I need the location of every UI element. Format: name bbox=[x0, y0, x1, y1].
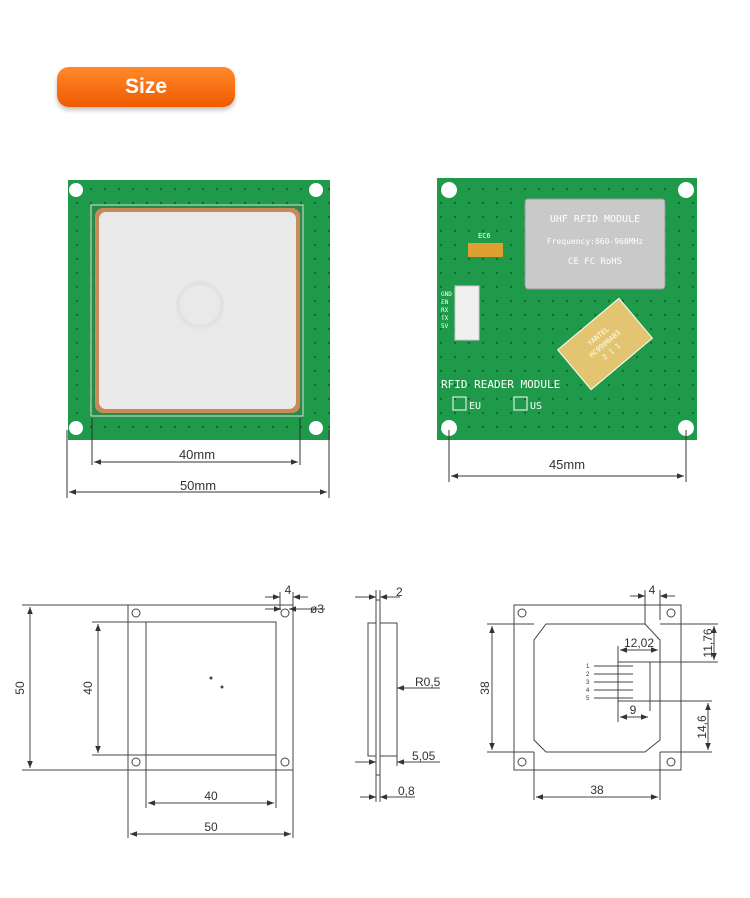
module-marks: CE FC RoHS bbox=[568, 257, 622, 267]
mount-hole bbox=[678, 182, 694, 198]
dim-width-40: 40 bbox=[204, 789, 218, 803]
pin-number: 1 bbox=[586, 664, 590, 670]
mount-hole bbox=[69, 421, 83, 435]
dim-width-50: 50 bbox=[204, 820, 218, 834]
uhf-module-shield bbox=[524, 198, 666, 290]
dim-pcb-thickness: 2 bbox=[396, 585, 403, 599]
front-board-photo bbox=[68, 180, 330, 440]
dim-radius: R0,5 bbox=[415, 675, 441, 689]
drawing-front bbox=[22, 592, 325, 838]
pin-number: 5 bbox=[586, 696, 590, 702]
board-label: RFID READER MODULE bbox=[441, 378, 560, 391]
pin-label: GND bbox=[441, 291, 452, 298]
dim-height-40: 40 bbox=[81, 681, 95, 695]
back-board-photo bbox=[437, 178, 697, 440]
dim-connector-top: 11,76 bbox=[701, 628, 715, 657]
mount-hole bbox=[441, 182, 457, 198]
back-dimensions bbox=[448, 430, 687, 482]
mount-hole bbox=[69, 183, 83, 197]
mount-hole bbox=[309, 183, 323, 197]
pin-number: 3 bbox=[586, 680, 590, 686]
mount-hole bbox=[309, 421, 323, 435]
drawing-back bbox=[487, 590, 718, 800]
dim-hole-diameter: ø3 bbox=[310, 602, 324, 616]
module-frequency: Frequency:860-960MHz bbox=[547, 237, 644, 246]
drawing-side bbox=[355, 590, 440, 802]
dim-connector-width: 12,02 bbox=[624, 636, 654, 650]
dim-width-38: 38 bbox=[590, 783, 604, 797]
dim-50mm: 50mm bbox=[180, 478, 216, 493]
dim-40mm: 40mm bbox=[179, 447, 215, 462]
dim-top-offset: 4 bbox=[649, 583, 656, 597]
pin-number: 4 bbox=[586, 688, 590, 694]
mount-hole bbox=[441, 420, 457, 436]
dim-45mm: 45mm bbox=[549, 457, 585, 472]
size-button: Size bbox=[57, 67, 235, 107]
dim-pin-span: 9 bbox=[630, 703, 637, 717]
capacitor-label: EC6 bbox=[478, 232, 491, 240]
pin-label: 5V bbox=[441, 323, 449, 330]
dim-hole-offset: 4 bbox=[285, 583, 292, 597]
rf-chip bbox=[556, 297, 654, 391]
dim-connector-bottom: 14,6 bbox=[695, 715, 709, 739]
pin-numbers: 1 2 3 4 5 bbox=[586, 664, 590, 702]
dim-min-thickness: 0,8 bbox=[398, 784, 415, 798]
pin-label: TX bbox=[441, 315, 449, 322]
dim-total-thickness: 5,05 bbox=[412, 749, 436, 763]
pin-label: EN bbox=[441, 299, 449, 306]
dim-height-50: 50 bbox=[13, 681, 27, 695]
front-dimensions bbox=[66, 418, 330, 498]
region-eu: EU bbox=[469, 401, 481, 412]
dim-height-38: 38 bbox=[478, 681, 492, 695]
pin-number: 2 bbox=[586, 672, 590, 678]
mount-hole bbox=[678, 420, 694, 436]
module-title: UHF RFID MODULE bbox=[550, 214, 640, 225]
pin-label: RX bbox=[441, 307, 449, 314]
region-us: US bbox=[530, 401, 542, 412]
